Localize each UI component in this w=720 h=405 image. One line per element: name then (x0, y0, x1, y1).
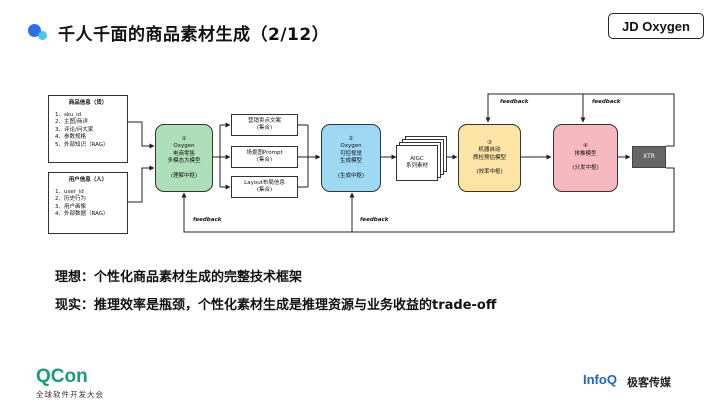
set-title: Layout布局信息 (244, 179, 285, 186)
model4-number: ④ (583, 143, 588, 150)
product-info-item: 5、外部知识（RAG） (55, 141, 109, 148)
user-info-item: 3、用户画像 (55, 203, 86, 210)
feedback-xtr-to-model4 (580, 93, 674, 123)
logo-brand: JD (622, 18, 639, 34)
model1-line: Oxygen (173, 143, 195, 150)
aigc-subtitle: 系列素材 (405, 163, 428, 169)
product-info-item: 2、主图/商详 (55, 119, 88, 125)
qcon-subtitle: 全球软件开发大会 (36, 390, 104, 399)
feedback-xtr-to-model1 (181, 167, 675, 233)
logo-product: Oxygen (642, 18, 690, 34)
geekbang-media-label: 极客传媒 (627, 376, 671, 389)
feedback-label: feedback (592, 99, 621, 105)
model1-line: 多模态大模型 (167, 158, 201, 165)
product-info-item: 3、评论/问大家 (55, 126, 94, 133)
jd-oxygen-logo: JD Oxygen (608, 13, 704, 39)
model2-tag: (生成中枢) (337, 172, 365, 179)
model3-efficiency-hub: ③ 机器自动 质检预估模型 (效率中枢) (458, 124, 521, 192)
model1-line: 电商零售 (172, 150, 195, 157)
set-box-layout-info: Layout布局信息 (集合) (231, 176, 298, 198)
feedback-label: feedback (500, 99, 529, 105)
user-info-item: 1、user_id (55, 188, 84, 195)
model3-line: 质检预估模型 (472, 154, 506, 161)
model2-generation-hub: ② Oxygen 可控视觉 生成模型 (生成中枢) (321, 124, 381, 192)
user-info-item: 2、历史行为 (55, 196, 86, 202)
model1-understanding-hub: ① Oxygen 电商零售 多模态大模型 (理解中枢) (155, 124, 213, 192)
set-title: 营销卖点文案 (247, 117, 281, 124)
aigc-title: AIGC (410, 155, 424, 162)
model1-tag: (理解中枢) (170, 172, 198, 179)
set-subtitle: (集合) (256, 187, 273, 193)
model3-line: 机器自动 (478, 147, 501, 153)
xtr-box: XTR (632, 146, 666, 168)
arrow-product-to-model1 (128, 121, 155, 149)
qcon-logo: QCon (36, 366, 88, 387)
aigc-materials-box: AIGC 系列素材 (396, 145, 438, 181)
model4-distribution-hub: ④ 排推模型 (分发中枢) (553, 124, 618, 192)
arrow-user-to-model1 (128, 165, 155, 203)
product-info-heading: 商品信息（货） (68, 100, 108, 106)
page-title: 千人千面的商品素材生成（2/12） (58, 25, 330, 45)
model2-number: ② (348, 135, 354, 142)
infoq-logo: InfoQ (583, 372, 617, 387)
set-subtitle: (集合) (256, 125, 273, 131)
product-info-box: 商品信息（货） 1、sku_id 2、主图/商详 3、评论/问大家 4、参数规格… (48, 95, 128, 163)
set-title: 场景图Prompt (246, 149, 283, 156)
title-bullet-accent-icon (38, 31, 47, 40)
feedback-label: feedback (360, 217, 389, 223)
user-info-heading: 用户信息（人） (68, 177, 108, 183)
model2-line: 可控视觉 (339, 150, 362, 157)
model4-line: 排推模型 (574, 150, 597, 157)
model3-tag: (效率中枢) (476, 169, 503, 175)
feedback-label: feedback (193, 217, 222, 223)
set-subtitle: (集合) (256, 157, 273, 163)
title-bullet-icon (28, 24, 41, 37)
model2-line: Oxygen (340, 143, 362, 150)
model2-line: 生成模型 (339, 158, 362, 165)
statement-ideal: 理想：个性化商品素材生成的完整技术框架 (55, 270, 303, 285)
user-info-box: 用户信息（人） 1、user_id 2、历史行为 3、用户画像 4、外部数据（R… (48, 172, 128, 234)
model3-number: ③ (487, 139, 492, 146)
set-box-marketing-copy: 营销卖点文案 (集合) (231, 114, 298, 136)
model1-number: ① (181, 135, 187, 142)
set-box-scene-prompt: 场景图Prompt (集合) (231, 146, 298, 168)
statement-reality: 现实：推理效率是瓶颈，个性化素材生成是推理资源与业务收益的trade-off (55, 298, 497, 313)
user-info-item: 4、外部数据（RAG） (55, 211, 109, 217)
product-info-item: 1、sku_id (55, 111, 82, 118)
model4-tag: (分发中枢) (572, 165, 599, 172)
product-info-item: 4、参数规格 (55, 134, 86, 140)
